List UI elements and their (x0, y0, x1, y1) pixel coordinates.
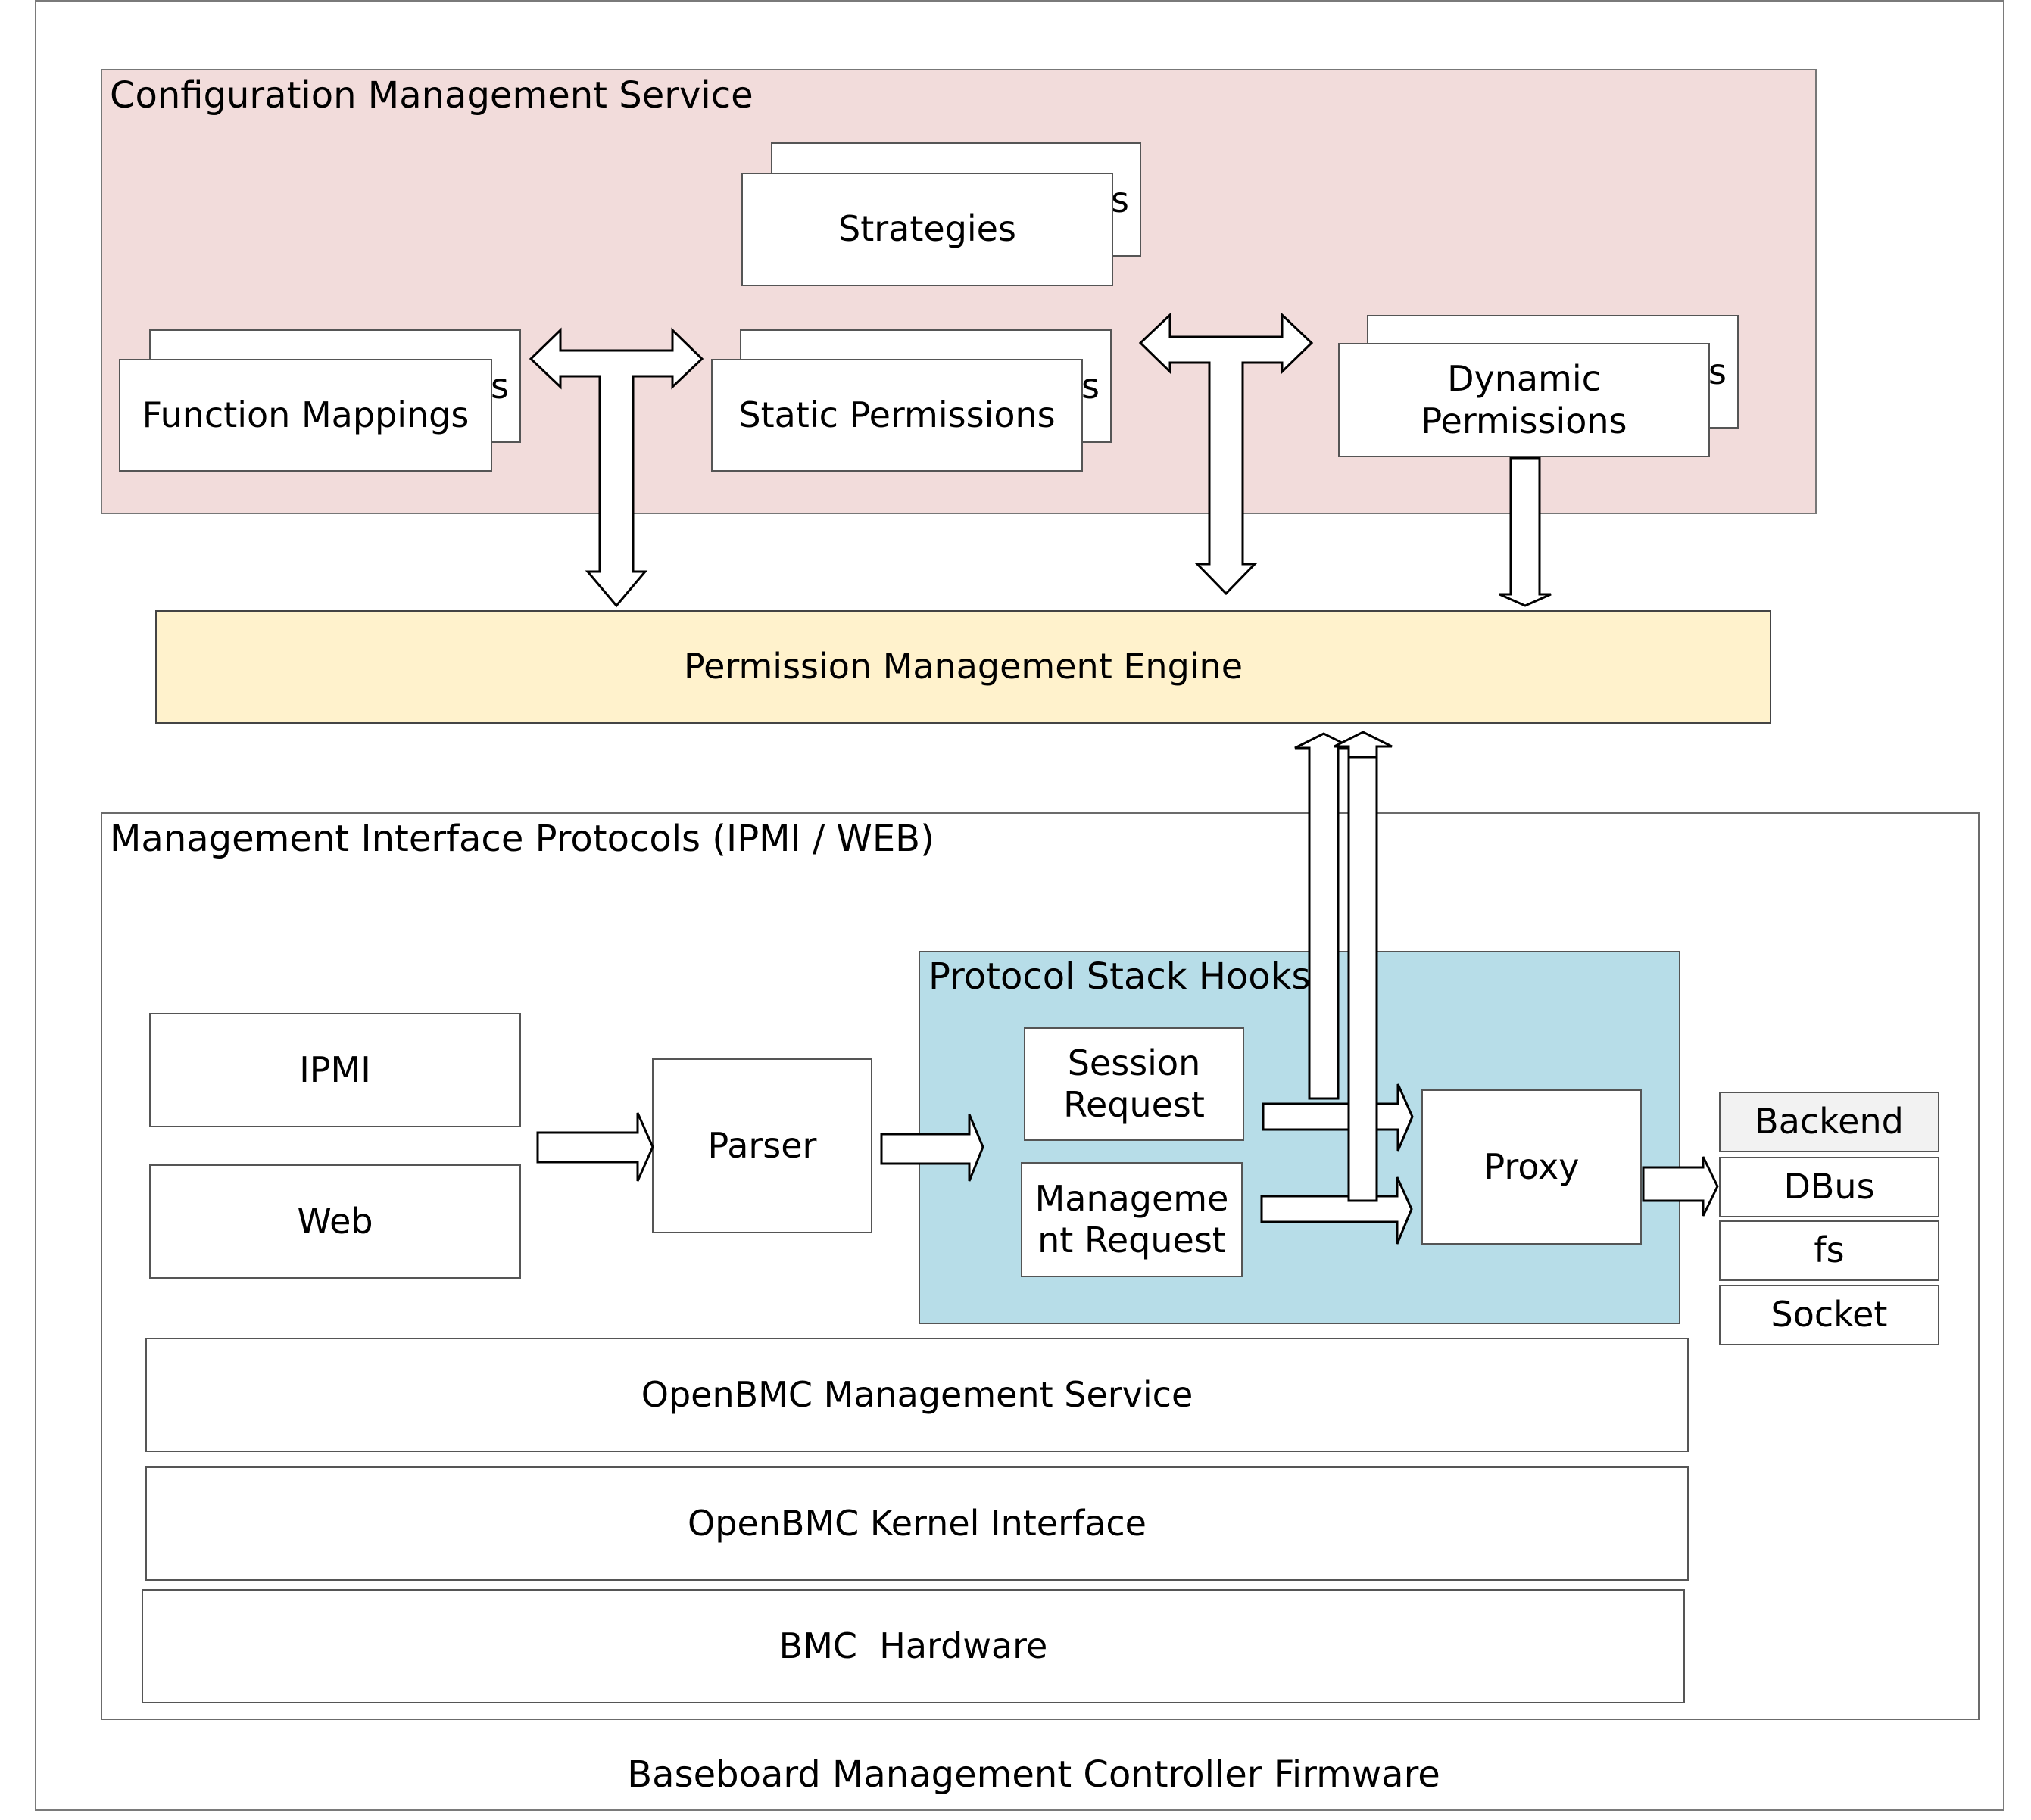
openbmc-kernel-interface-label: OpenBMC Kernel Interface (688, 1502, 1147, 1544)
dynamic-permissions-label-line1: Dynamic (1447, 358, 1601, 400)
ipmi-box[interactable]: IPMI (149, 1013, 521, 1127)
web-box[interactable]: Web (149, 1164, 521, 1279)
backend-item-socket[interactable]: Socket (1719, 1285, 1939, 1345)
parser-box[interactable]: Parser (652, 1058, 872, 1233)
function-mappings-back-label: s (491, 366, 509, 407)
static-permissions-label: Static Permissions (738, 394, 1056, 435)
session-request-line2: Request (1063, 1084, 1205, 1125)
openbmc-management-service-label: OpenBMC Management Service (641, 1373, 1193, 1415)
backend-header: Backend (1719, 1092, 1939, 1152)
fs-label: fs (1814, 1229, 1845, 1271)
strategies-label: Strategies (838, 208, 1016, 250)
permission-management-engine[interactable]: Permission Management Engine (155, 610, 1771, 724)
backend-label: Backend (1755, 1101, 1904, 1142)
dbus-label: DBus (1783, 1166, 1875, 1208)
management-interface-protocols-title: Management Interface Protocols (IPMI / W… (110, 818, 934, 860)
session-request-box[interactable]: Session Request (1024, 1027, 1244, 1141)
management-request-line2: nt Request (1037, 1220, 1226, 1261)
dynamic-permissions-label-line2: Permissions (1421, 400, 1627, 441)
openbmc-management-service[interactable]: OpenBMC Management Service (145, 1338, 1689, 1452)
bmc-hardware[interactable]: BMC Hardware (142, 1589, 1685, 1703)
bmc-firmware-frame (35, 0, 2004, 1811)
static-permissions-back-label: s (1081, 366, 1100, 407)
management-request-line1: Manageme (1034, 1177, 1229, 1219)
web-label: Web (297, 1200, 373, 1242)
config-management-service-title: Configuration Management Service (110, 74, 753, 117)
backend-item-fs[interactable]: fs (1719, 1220, 1939, 1281)
dynamic-permissions-box[interactable]: Dynamic Permissions (1338, 343, 1710, 457)
session-request-line1: Session (1067, 1042, 1201, 1083)
strategies-box[interactable]: Strategies (741, 173, 1113, 286)
dynamic-permissions-back-label: s (1708, 351, 1727, 392)
bmc-hardware-label: BMC Hardware (778, 1625, 1048, 1666)
strategies-back-label: s (1111, 179, 1129, 220)
openbmc-kernel-interface[interactable]: OpenBMC Kernel Interface (145, 1466, 1689, 1581)
firmware-title: Baseboard Management Controller Firmware (627, 1753, 1440, 1796)
permission-management-engine-label: Permission Management Engine (683, 646, 1243, 687)
backend-item-dbus[interactable]: DBus (1719, 1157, 1939, 1217)
management-interface-protocols (101, 812, 1980, 1720)
function-mappings-box[interactable]: Function Mappings (119, 359, 492, 472)
ipmi-label: IPMI (299, 1049, 371, 1090)
function-mappings-label: Function Mappings (142, 394, 470, 435)
socket-label: Socket (1770, 1294, 1888, 1335)
static-permissions-box[interactable]: Static Permissions (711, 359, 1083, 472)
management-request-box[interactable]: Manageme nt Request (1021, 1162, 1243, 1277)
parser-label: Parser (707, 1124, 817, 1166)
proxy-label: Proxy (1483, 1145, 1580, 1187)
protocol-stack-hooks-title: Protocol Stack Hooks (928, 955, 1311, 998)
proxy-box[interactable]: Proxy (1421, 1089, 1642, 1245)
